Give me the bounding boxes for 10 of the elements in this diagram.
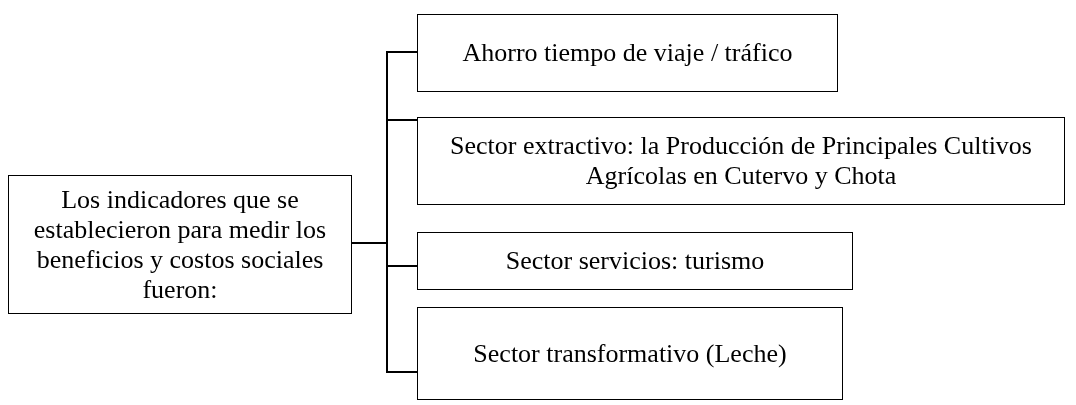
box-text: Los indicadores que se establecieron para medir los beneficios y costos sociales fueron: [32,184,328,305]
text-box [417,307,843,400]
box-text: Sector extractivo: la Producción de Principales Cultivos Agrícolas en Cutervo y Chota [449,131,1033,191]
text-box [417,14,838,92]
box-text: Sector transformativo (Leche) [473,338,787,369]
box-text: Sector servicios: turismo [505,246,765,276]
text-box [417,117,1065,205]
text-box [417,232,853,290]
text-box [8,175,352,314]
box-text: Ahorro tiempo de viaje / tráfico [462,38,793,68]
